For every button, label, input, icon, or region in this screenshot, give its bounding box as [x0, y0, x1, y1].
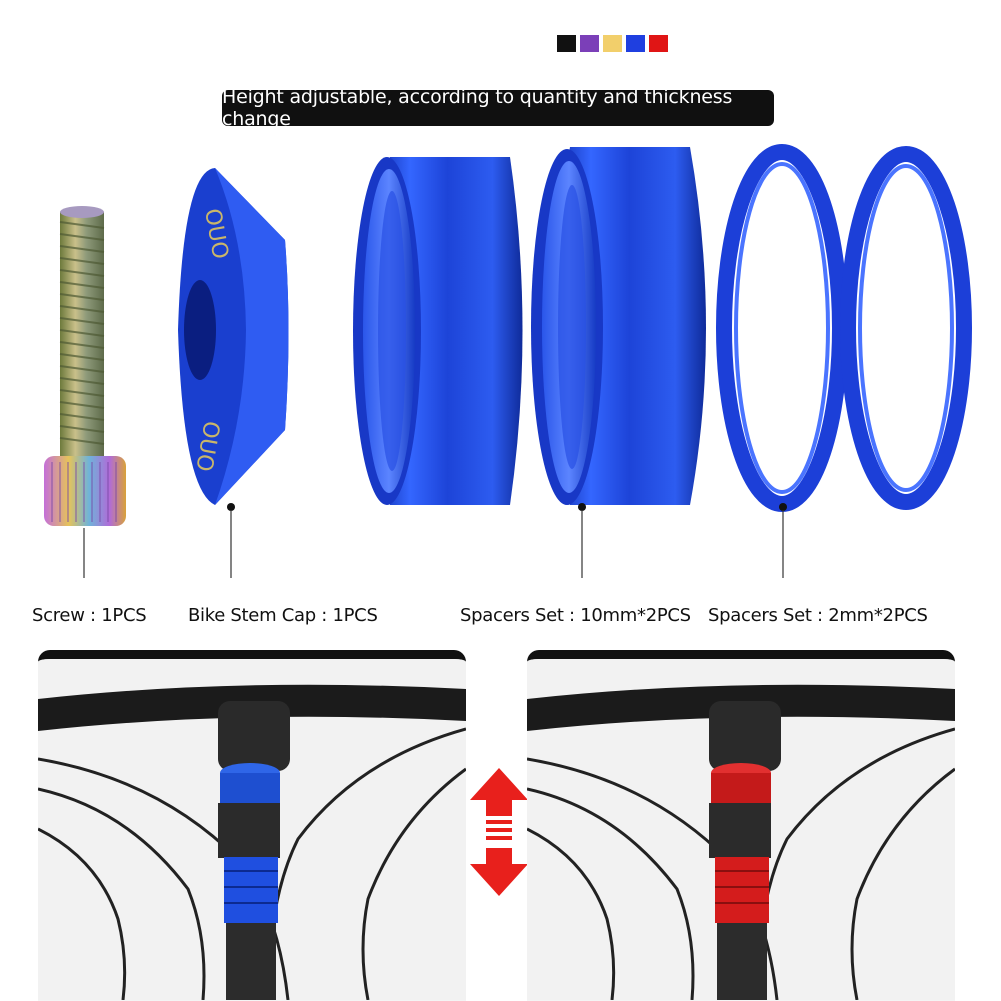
parts-illustration: OUO OUO [44, 144, 972, 578]
height-adjust-arrow-icon [470, 768, 528, 896]
label-spacers-10mm: Spacers Set : 10mm*2PCS [460, 605, 691, 626]
spacer-2mm-icon [716, 144, 848, 578]
photo-red-installed [527, 650, 955, 1001]
spacer-10mm-icon [353, 157, 523, 505]
screw-icon [44, 206, 126, 578]
headline-banner: Height adjustable, according to quantity… [222, 86, 774, 130]
label-screw: Screw : 1PCS [32, 605, 147, 626]
spacer-10mm-icon [531, 147, 706, 578]
color-swatches [557, 35, 668, 52]
swatch-red[interactable] [649, 35, 668, 52]
swatch-blue[interactable] [626, 35, 645, 52]
swatch-purple[interactable] [580, 35, 599, 52]
label-stem-cap: Bike Stem Cap : 1PCS [188, 605, 378, 626]
stem-cap-icon: OUO OUO [178, 168, 289, 578]
photo-blue-installed [38, 650, 466, 1001]
spacer-2mm-icon [840, 146, 972, 510]
label-spacers-2mm: Spacers Set : 2mm*2PCS [708, 605, 928, 626]
swatch-black[interactable] [557, 35, 576, 52]
swatch-gold[interactable] [603, 35, 622, 52]
